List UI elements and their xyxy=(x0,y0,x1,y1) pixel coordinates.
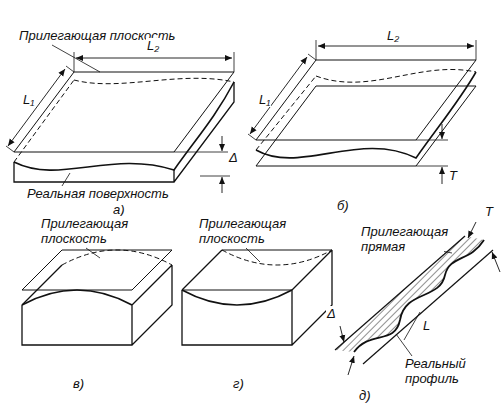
length-label: L xyxy=(422,318,431,333)
figure-label: г) xyxy=(232,376,245,391)
plane-label: Прилегающая плоскость xyxy=(40,216,134,246)
dimension-label: L₁ xyxy=(22,92,35,107)
tolerance-label: T xyxy=(484,204,494,219)
line-label: Прилегающая прямая xyxy=(360,224,444,254)
deviation-label: Δ xyxy=(326,306,337,321)
figure-label: в) xyxy=(72,376,85,391)
figure-label: д) xyxy=(358,388,372,403)
dimension-label: L₂ xyxy=(146,38,160,53)
dimension-label: L₁ xyxy=(258,92,271,107)
plane-label: Прилегающая плоскость xyxy=(198,216,292,246)
figure-label: а) xyxy=(112,202,126,217)
surface-label: Реальная поверхность xyxy=(26,186,170,201)
tolerance-label: T xyxy=(448,168,458,183)
dimension-label: L₂ xyxy=(386,28,400,43)
figure-label: б) xyxy=(336,198,350,213)
profile-label: Реальный профиль xyxy=(404,356,480,386)
deviation-label: Δ xyxy=(228,150,239,165)
